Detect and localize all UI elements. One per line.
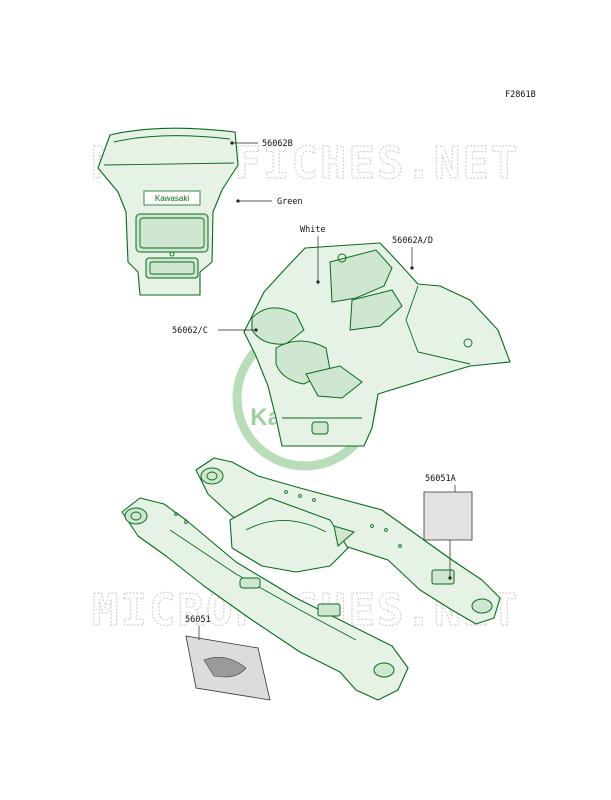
label-56051: 56051 — [185, 615, 211, 625]
decal-56051 — [185, 635, 271, 701]
label-white: White — [300, 225, 326, 235]
swingarm — [121, 457, 501, 701]
figure-code: F2861B — [505, 90, 536, 100]
label-56062c: 56062/C — [172, 326, 208, 336]
decal-56051a — [423, 491, 473, 541]
label-56051a: 56051A — [425, 474, 456, 484]
label-green: Green — [277, 197, 303, 207]
headlight-brand-text: Kawasaki — [155, 194, 189, 203]
label-56062b: 56062B — [262, 139, 293, 149]
radiator-shroud — [243, 242, 511, 447]
headlight-cover: Kawasaki — [97, 127, 239, 296]
label-56062ad: 56062A/D — [392, 236, 433, 246]
